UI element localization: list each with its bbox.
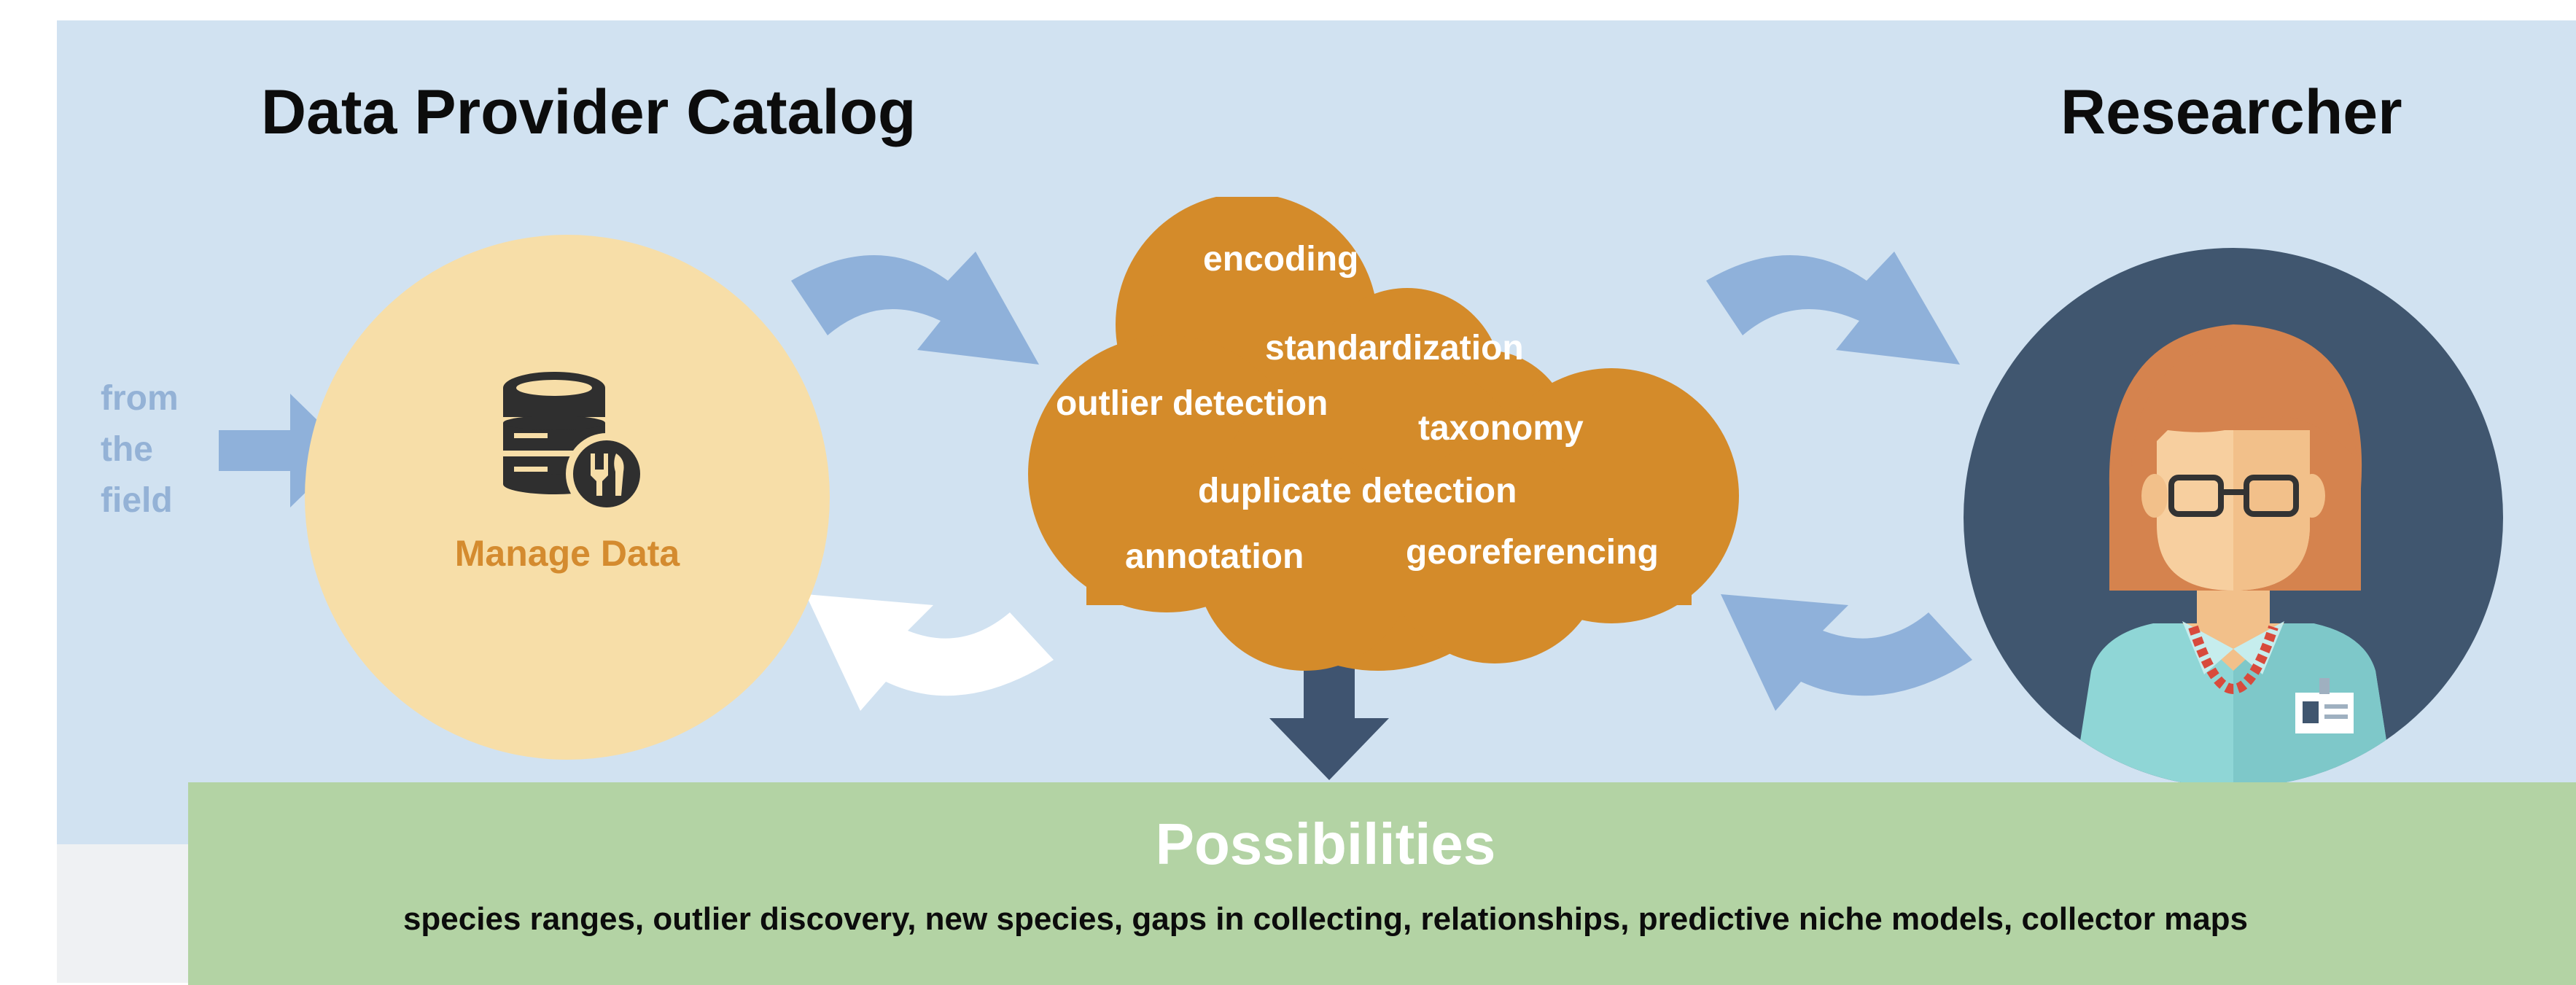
curved-arrow-back-to-cloud-icon — [1721, 594, 1972, 711]
data-provider-heading: Data Provider Catalog — [261, 77, 917, 147]
cloud-word-encoding: encoding — [1203, 240, 1359, 279]
down-arrow-to-possibilities-icon — [1269, 636, 1389, 780]
from-field-line: from — [101, 379, 179, 418]
curved-arrow-to-researcher-icon — [1706, 252, 1960, 365]
cloud-word-duplicate-detection: duplicate detection — [1198, 472, 1517, 510]
processing-cloud-icon — [1028, 197, 1739, 671]
cloud-word-outlier-detection: outlier detection — [1056, 384, 1328, 423]
from-field-line: the — [101, 430, 153, 469]
researcher-avatar-icon — [1964, 248, 2503, 787]
cloud-word-standardization: standardization — [1265, 329, 1524, 367]
from-field-label: from the field — [101, 373, 217, 526]
from-field-line: field — [101, 481, 173, 520]
cloud-word-georeferencing: georeferencing — [1406, 533, 1659, 572]
cloud-word-taxonomy: taxonomy — [1418, 409, 1584, 448]
researcher-heading: Researcher — [2061, 77, 2402, 147]
cloud-word-annotation: annotation — [1125, 537, 1304, 576]
database-tools-icon — [503, 372, 647, 515]
possibilities-panel — [188, 782, 2576, 985]
curved-arrow-back-to-manage-icon — [806, 594, 1054, 711]
manage-data-label: Manage Data — [454, 533, 680, 574]
possibilities-title: Possibilities — [1155, 811, 1496, 876]
possibilities-list: species ranges, outlier discovery, new s… — [402, 901, 2249, 937]
curved-arrow-to-cloud-icon — [791, 252, 1039, 365]
manage-data-circle: Manage Data — [305, 235, 830, 760]
